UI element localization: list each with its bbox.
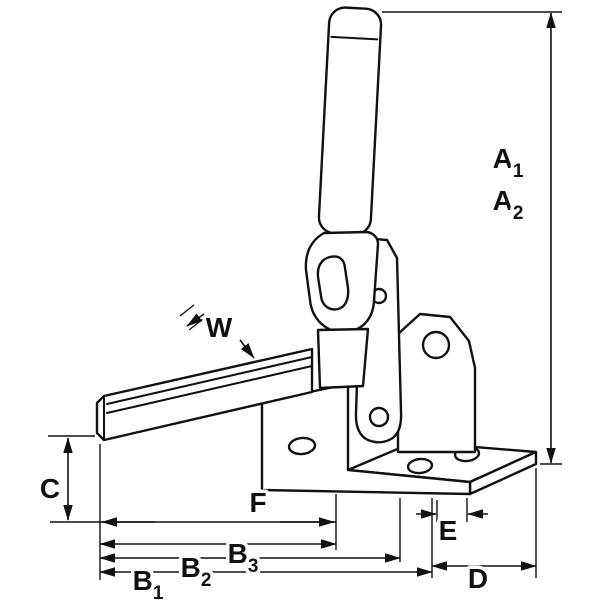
dim-label-d: D xyxy=(468,563,488,594)
dim-w: W xyxy=(179,304,255,359)
arm-channel-line-2 xyxy=(106,365,313,414)
link-hole-lower xyxy=(368,406,390,428)
dim-d: D xyxy=(431,468,537,598)
dim-w-tick-2 xyxy=(188,318,204,331)
dim-label-f: F xyxy=(249,487,266,518)
handle-cap-line xyxy=(330,35,379,41)
dim-b: B3 B2 B1 xyxy=(99,444,433,600)
body-outline xyxy=(396,312,477,454)
junction-block xyxy=(316,327,370,390)
dim-e: E xyxy=(416,498,488,550)
clamp-body xyxy=(396,312,477,454)
dim-label-b2: B2 xyxy=(181,552,212,591)
flange-hole xyxy=(287,436,317,456)
dim-c: C xyxy=(36,435,95,521)
dim-f: F xyxy=(50,484,337,550)
dim-label-a1: A1 xyxy=(493,143,524,182)
pivot-boss xyxy=(421,330,451,360)
clevis xyxy=(304,230,380,334)
dim-w-arrow-2 xyxy=(239,339,255,359)
clamp-arm xyxy=(95,347,314,442)
handle-bar xyxy=(317,6,383,236)
dim-w-arrow-1 xyxy=(186,313,205,327)
dim-label-b3: B3 xyxy=(228,538,259,577)
base-hole-left xyxy=(406,457,434,475)
handle xyxy=(317,6,383,236)
dim-label-a2: A2 xyxy=(493,185,524,224)
dim-label-e: E xyxy=(439,515,458,546)
clevis-slot xyxy=(316,255,350,311)
arm-channel-line-1 xyxy=(106,356,313,405)
dim-label-c: C xyxy=(40,473,60,504)
dim-label-w: W xyxy=(206,312,233,343)
dim-label-b1: B1 xyxy=(133,565,164,600)
dim-w-tick-1 xyxy=(179,304,195,317)
dim-a: A1 A2 xyxy=(382,11,562,465)
